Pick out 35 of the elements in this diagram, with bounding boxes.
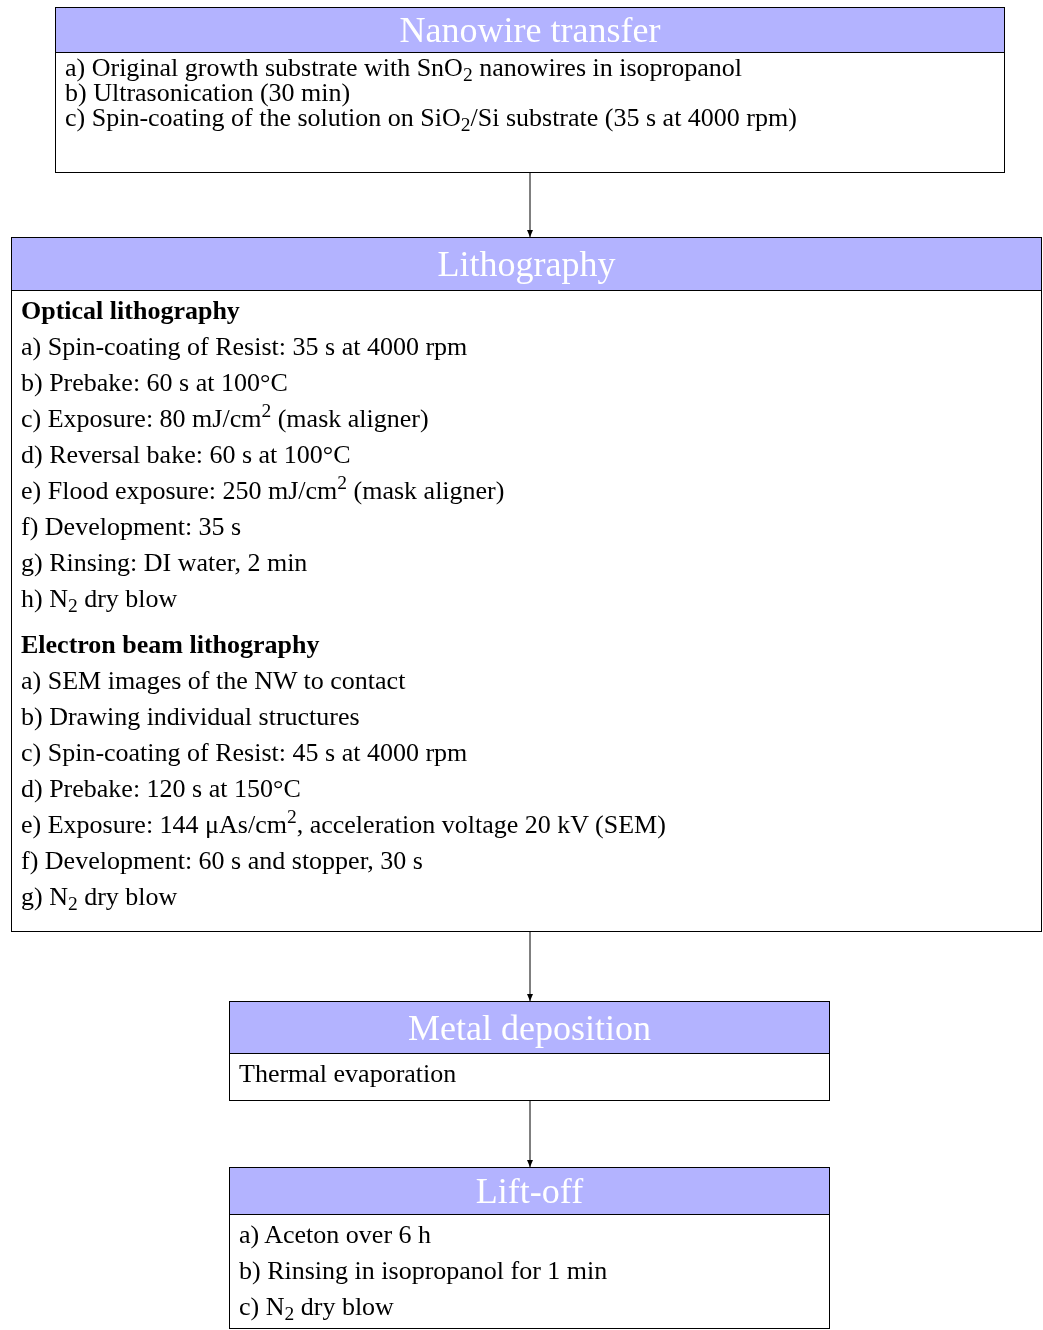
step-text: b) Rinsing in isopropanol for 1 min xyxy=(239,1255,608,1287)
step-text: e) Exposure: 144 μAs/cm$^{2}$, acceleration voltage 20 kV (SEM) xyxy=(21,807,666,841)
section-heading: Electron beam lithography xyxy=(21,629,320,661)
arrow xyxy=(527,1100,533,1168)
step-text: a) Original growth substrate with SnO$_{2}$ nanowires in isopropanol xyxy=(65,55,742,80)
step-text: b) Drawing individual structures xyxy=(21,701,360,733)
step-text: c) Spin-coating of the solution on SiO$_{2}$/Si substrate (35 s at 4000 rpm) xyxy=(65,105,797,130)
step-text: g) Rinsing: DI water, 2 min xyxy=(21,547,308,579)
process-box xyxy=(55,7,1005,173)
process-box xyxy=(229,1001,830,1101)
step-text: a) Spin-coating of Resist: 35 s at 4000 rpm xyxy=(21,331,468,363)
section-heading: Optical lithography xyxy=(21,295,240,327)
step-text: d) Reversal bake: 60 s at 100°C xyxy=(21,439,351,471)
box-heading: Lithography xyxy=(12,238,1041,291)
step-text: b) Prebake: 60 s at 100°C xyxy=(21,367,288,399)
step-text: a) SEM images of the NW to contact xyxy=(21,665,406,697)
step-text: b) Ultrasonication (30 min) xyxy=(65,80,351,105)
step-text: h) N$_{2}$ dry blow xyxy=(21,583,178,617)
step-text: c) Exposure: 80 mJ/cm$^{2}$ (mask aligner) xyxy=(21,401,429,435)
step-text: g) N$_{2}$ dry blow xyxy=(21,881,178,915)
step-text: f) Development: 35 s xyxy=(21,511,242,543)
box-heading: Metal deposition xyxy=(230,1002,829,1054)
arrow xyxy=(527,931,533,1002)
step-text: Thermal evaporation xyxy=(239,1058,457,1090)
process-box xyxy=(229,1167,830,1329)
process-box xyxy=(11,237,1042,932)
step-text: a) Aceton over 6 h xyxy=(239,1219,432,1251)
box-heading: Lift-off xyxy=(230,1168,829,1215)
arrow xyxy=(527,172,533,238)
step-text: d) Prebake: 120 s at 150°C xyxy=(21,773,301,805)
box-heading: Nanowire transfer xyxy=(56,8,1004,53)
step-text: f) Development: 60 s and stopper, 30 s xyxy=(21,845,423,877)
step-text: c) Spin-coating of Resist: 45 s at 4000 rpm xyxy=(21,737,468,769)
step-text: e) Flood exposure: 250 mJ/cm$^{2}$ (mask aligner) xyxy=(21,473,505,507)
step-text: c) N$_{2}$ dry blow xyxy=(239,1291,394,1325)
